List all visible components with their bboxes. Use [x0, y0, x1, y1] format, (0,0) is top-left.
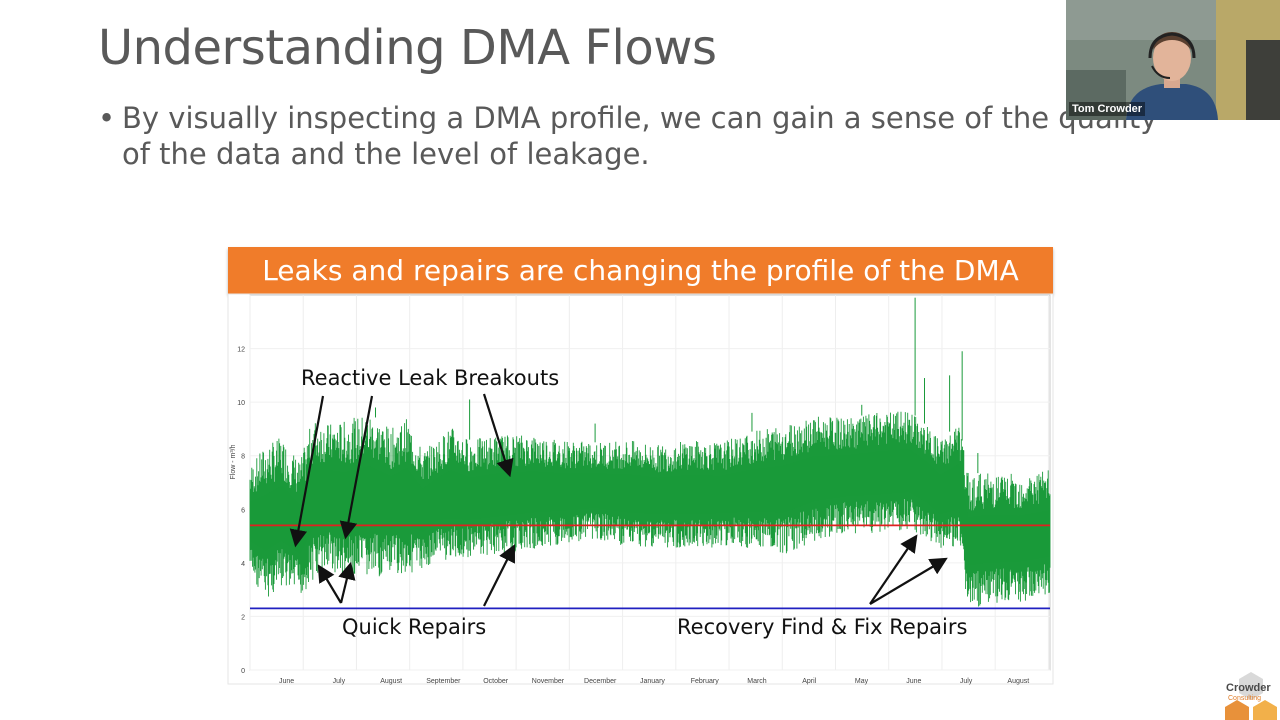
x-tick-label: April — [802, 678, 816, 685]
y-tick-label: 2 — [241, 614, 245, 621]
annotation-arrow — [483, 544, 515, 607]
y-axis-label: Flow - m³/h — [230, 444, 237, 479]
annotation-arrow — [289, 395, 325, 548]
x-tick-label: October — [483, 678, 509, 685]
annotation-arrow — [339, 395, 374, 540]
flow-series — [249, 297, 1051, 607]
x-tick-label: May — [855, 678, 869, 685]
y-tick-label: 12 — [237, 347, 245, 354]
bullet-point: • By visually inspecting a DMA profile, … — [98, 100, 1188, 172]
y-tick-label: 6 — [241, 507, 245, 514]
annotation-arrow — [869, 534, 918, 605]
chart-banner: Leaks and repairs are changing the profi… — [228, 247, 1053, 294]
x-tick-label: March — [747, 678, 767, 685]
x-tick-label: December — [584, 678, 617, 685]
presenter-video — [1066, 0, 1280, 120]
flow-core — [250, 448, 1050, 566]
logo-subtext: Consulting — [1228, 695, 1262, 702]
annotation-arrow — [869, 557, 948, 605]
x-tick-label: August — [380, 678, 402, 685]
x-tick-label: August — [1007, 678, 1029, 685]
y-tick-label: 4 — [241, 561, 245, 568]
x-tick-label: June — [906, 678, 921, 685]
x-tick-label: July — [960, 678, 973, 685]
annotation-recovery-repairs: Recovery Find & Fix Repairs — [677, 615, 967, 639]
annotation-arrow — [338, 561, 356, 604]
x-tick-label: January — [640, 678, 665, 685]
video-tile[interactable]: Tom Crowder — [1066, 0, 1280, 120]
participant-name: Tom Crowder — [1069, 102, 1146, 116]
logo-text: Crowder — [1226, 682, 1271, 694]
annotation-reactive-leak-breakouts: Reactive Leak Breakouts — [301, 366, 559, 390]
crowder-logo: Crowder Consulting — [1222, 670, 1280, 720]
y-tick-label: 8 — [241, 454, 245, 461]
x-tick-label: July — [333, 678, 346, 685]
x-tick-label: February — [691, 678, 720, 685]
slide-title: Understanding DMA Flows — [98, 20, 717, 76]
x-tick-label: November — [532, 678, 565, 685]
x-tick-label: June — [279, 678, 294, 685]
annotation-quick-repairs: Quick Repairs — [342, 615, 486, 639]
bullet-symbol: • — [98, 101, 116, 135]
y-tick-label: 0 — [241, 668, 245, 675]
x-tick-label: September — [426, 678, 461, 685]
annotation-arrow — [317, 564, 342, 604]
annotation-arrow — [482, 393, 514, 478]
bullet-text: By visually inspecting a DMA profile, we… — [122, 101, 1158, 171]
y-tick-label: 10 — [237, 400, 245, 407]
